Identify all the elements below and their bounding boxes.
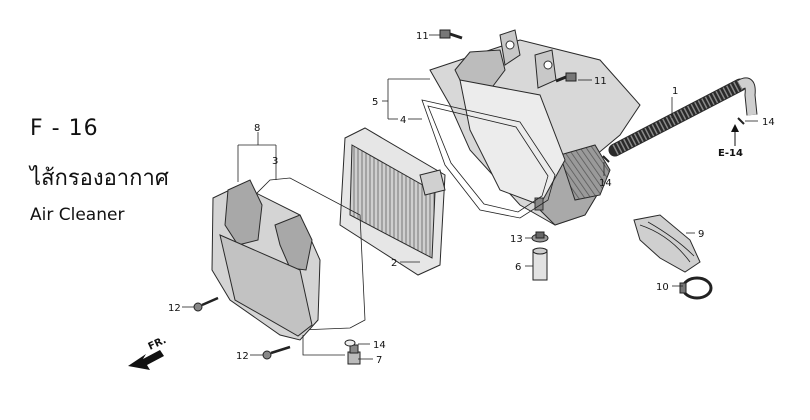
leader-lines	[182, 34, 758, 360]
callout-13: 13	[510, 234, 523, 245]
callout-10: 10	[656, 282, 669, 293]
callout-12-lower: 12	[236, 351, 249, 362]
bolts-and-small-parts	[193, 29, 745, 365]
callout-9: 9	[698, 229, 704, 240]
reference-e14: E-14	[718, 148, 743, 159]
callout-4: 4	[400, 115, 406, 126]
figure-title-thai: ไส้กรองอากาศ	[30, 166, 169, 191]
callout-14-case: 14	[599, 178, 612, 189]
callout-3: 3	[272, 156, 278, 167]
callout-14-cover: 14	[373, 340, 386, 351]
reference-arrow-icon	[731, 124, 739, 146]
front-label: FR.	[147, 335, 168, 353]
air-cleaner-cover	[211, 177, 366, 341]
figure-title-english: Air Cleaner	[30, 205, 125, 225]
connecting-tube	[633, 214, 701, 273]
callout-5: 5	[372, 97, 378, 108]
callout-1: 1	[672, 86, 678, 97]
callout-14-tube: 14	[762, 117, 775, 128]
intake-tube	[608, 77, 758, 157]
callout-12-upper: 12	[168, 303, 181, 314]
callout-6: 6	[515, 262, 521, 273]
figure-code: F - 16	[30, 116, 99, 141]
callout-11-right: 11	[594, 76, 607, 87]
tube-band	[679, 276, 713, 300]
callout-2: 2	[391, 258, 397, 269]
air-cleaner-case	[429, 29, 641, 226]
case-seal-gasket	[421, 99, 556, 219]
callout-labels: 11 11 5 4 1 14 14 8 3 2 13 6 9 10 12 12 …	[168, 31, 775, 366]
front-direction-arrow-icon: FR.	[128, 335, 168, 370]
callout-8: 8	[254, 123, 260, 134]
air-cleaner-element	[339, 127, 446, 276]
callout-7: 7	[376, 355, 382, 366]
callout-11-top: 11	[416, 31, 429, 42]
